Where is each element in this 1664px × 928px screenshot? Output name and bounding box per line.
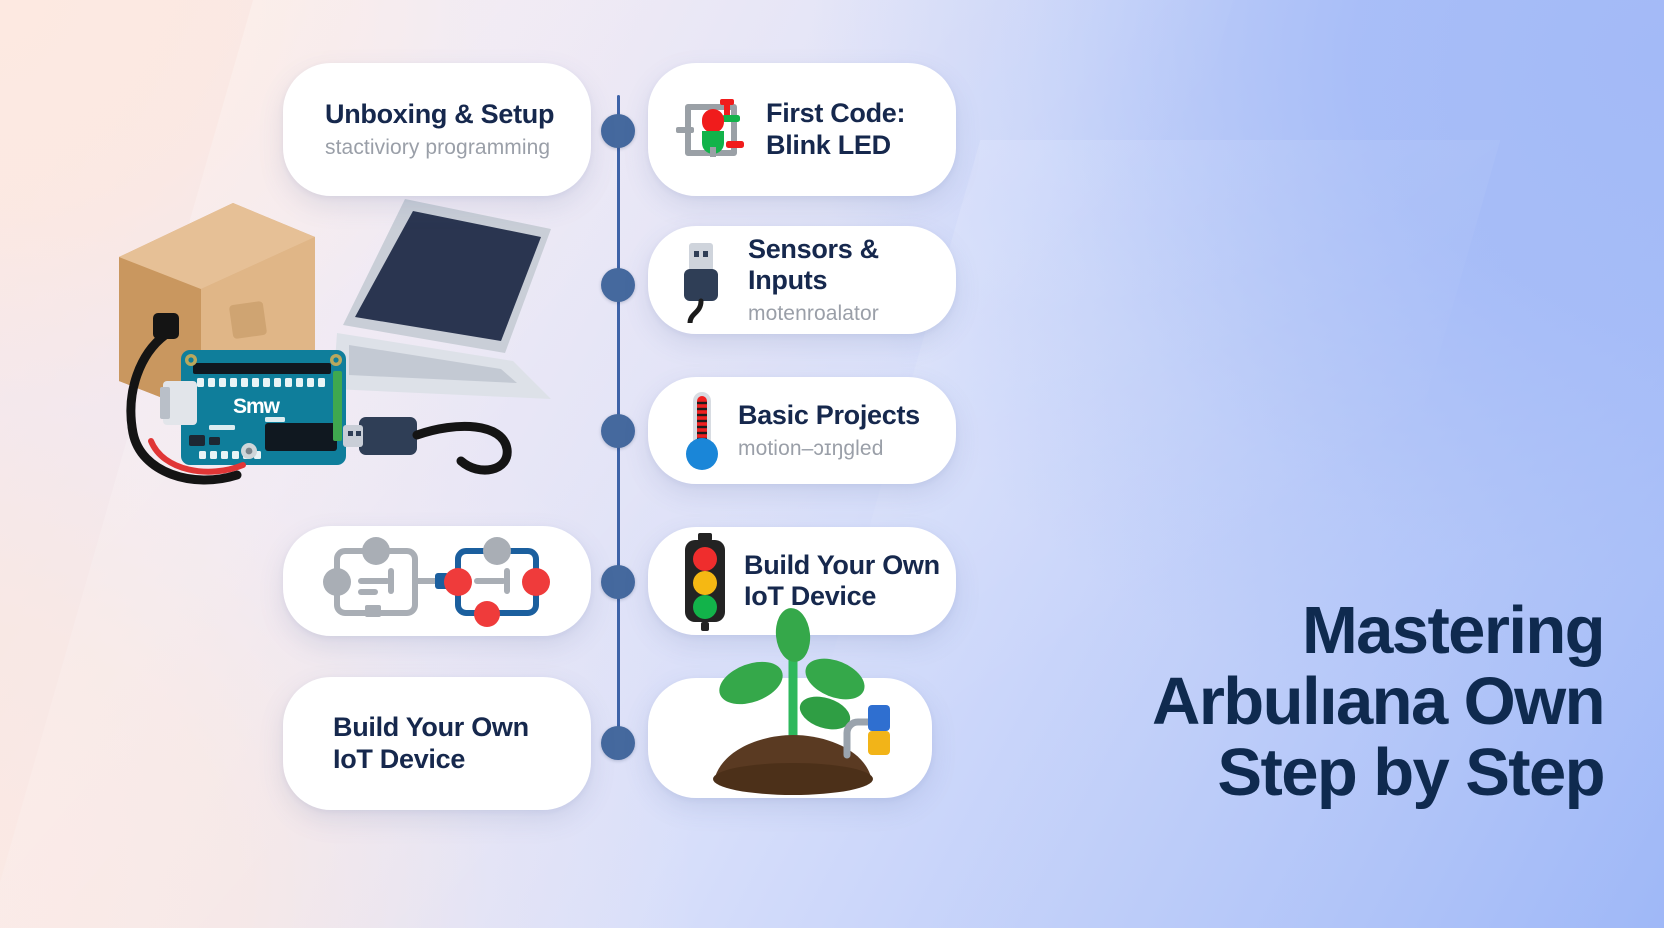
circuit-diagram-icon (321, 535, 553, 627)
laptop-icon (333, 199, 551, 399)
card-unboxing-setup[interactable]: Unboxing & Setup stactiviory programming (283, 63, 591, 196)
card-unboxing-subtitle: stactiviory programming (325, 136, 551, 160)
arduino-board-icon: Smw (181, 350, 346, 465)
card-plant-soil-sensor[interactable] (648, 607, 932, 800)
timeline-dot-2[interactable] (601, 268, 635, 302)
card-basic-text: Basic Projects motion–ɔɪŋgled (738, 400, 920, 462)
headline-line-1: Mastering (1301, 593, 1606, 668)
usb-plug-icon (343, 417, 512, 475)
plant-soil-sensor-icon (675, 607, 905, 800)
headline-line-3: Step by Step (1217, 735, 1605, 811)
card-iot-left-title-line1: Build Your Own (333, 712, 529, 743)
card-sensors-inputs[interactable]: Sensors & Inputs motenroalator (648, 226, 956, 334)
traffic-light-icon (680, 531, 730, 631)
headline-line-2: Arbulıana Own (1152, 664, 1606, 740)
card-basic-subtitle: motion–ɔɪŋgled (738, 437, 884, 461)
page-title: Mastering Arbulıana Own Step by Step (1152, 593, 1606, 811)
red-wire (148, 438, 246, 475)
card-first-code-title-line1: First Code: (766, 98, 906, 129)
board-usb-socket (163, 381, 197, 425)
card-iot-device-left[interactable]: Build Your Own IoT Device (283, 677, 591, 810)
arduino-unboxing-illustration: Smw (105, 185, 575, 505)
card-first-code-text: First Code: Blink LED (766, 98, 906, 161)
card-iot-right-title-line2: IoT Device (744, 581, 877, 611)
usb-cable (126, 330, 242, 485)
card-iot-right-text: Build Your Own IoT Device (744, 550, 940, 613)
card-iot-right-title-line1: Build Your Own (744, 549, 940, 580)
card-iot-left-title-line2: IoT Device (333, 743, 466, 774)
card-first-code-title-line2: Blink LED (766, 129, 891, 160)
thermometer-icon (680, 388, 724, 474)
timeline-dot-3[interactable] (601, 414, 635, 448)
svg-text:Smw: Smw (233, 395, 281, 418)
card-first-code-blink-led[interactable]: First Code: Blink LED (648, 63, 956, 196)
usb-connector-icon (668, 237, 734, 323)
card-sensors-title: Sensors & Inputs (748, 233, 879, 295)
card-basic-title: Basic Projects (738, 399, 920, 430)
card-unboxing-text: Unboxing & Setup stactiviory programming (325, 99, 554, 161)
timeline-dot-1[interactable] (601, 114, 635, 148)
card-sensors-text: Sensors & Inputs motenroalator (748, 234, 956, 327)
card-iot-left-text: Build Your Own IoT Device (333, 712, 529, 775)
card-circuit-diagram[interactable] (283, 526, 591, 636)
card-sensors-subtitle: motenroalator (748, 302, 879, 326)
timeline-dot-5[interactable] (601, 726, 635, 760)
timeline-dot-4[interactable] (601, 565, 635, 599)
card-unboxing-title: Unboxing & Setup (325, 98, 555, 129)
led-circuit-icon (670, 89, 752, 171)
card-basic-projects[interactable]: Basic Projects motion–ɔɪŋgled (648, 377, 956, 484)
